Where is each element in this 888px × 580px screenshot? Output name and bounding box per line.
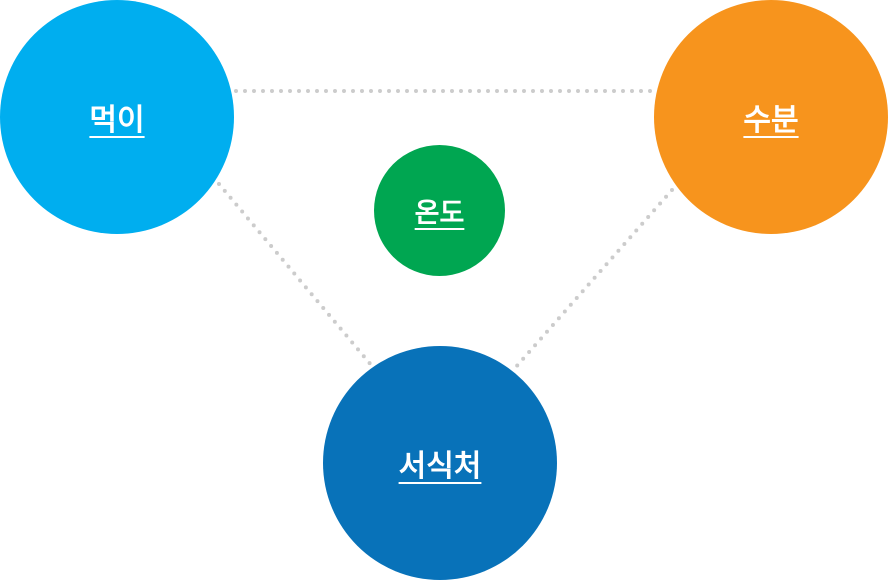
node-habitat[interactable]: 서식처 bbox=[323, 346, 557, 580]
node-food[interactable]: 먹이 bbox=[0, 0, 234, 234]
node-water[interactable]: 수분 bbox=[654, 0, 888, 234]
connector-food-habitat bbox=[217, 182, 374, 368]
node-temperature[interactable]: 온도 bbox=[374, 145, 505, 276]
node-habitat-label: 서식처 bbox=[398, 449, 482, 484]
node-water-label: 수분 bbox=[743, 103, 799, 138]
connector-water-habitat bbox=[513, 188, 674, 370]
node-temperature-label: 온도 bbox=[414, 198, 465, 229]
node-food-label: 먹이 bbox=[89, 103, 145, 138]
